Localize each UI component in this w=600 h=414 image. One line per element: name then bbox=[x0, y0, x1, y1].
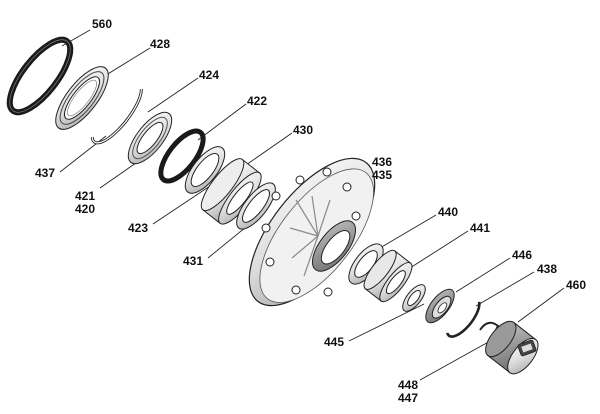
washer-445 bbox=[402, 284, 426, 312]
snap-ring-438 bbox=[446, 301, 481, 338]
callout-421: 421 bbox=[75, 189, 96, 203]
callout-448: 448 bbox=[398, 378, 419, 392]
callout-431: 431 bbox=[183, 254, 204, 268]
callout-445: 445 bbox=[324, 335, 345, 349]
seal-428 bbox=[55, 66, 109, 130]
snap-ring-560 bbox=[6, 36, 74, 116]
retaining-ring-437 bbox=[90, 89, 143, 145]
callout-446: 446 bbox=[512, 248, 533, 262]
oring-422 bbox=[158, 128, 206, 184]
callout-428: 428 bbox=[150, 37, 171, 51]
seal-440 bbox=[348, 243, 384, 285]
bearing-441 bbox=[363, 249, 413, 303]
callout-440: 440 bbox=[438, 205, 459, 219]
bearing-430 bbox=[200, 158, 262, 225]
callout-pair-436-435: 436 435 bbox=[372, 156, 392, 182]
callout-441: 441 bbox=[470, 221, 491, 235]
callout-437: 437 bbox=[35, 166, 56, 180]
callout-422: 422 bbox=[247, 94, 268, 108]
callout-447: 447 bbox=[398, 391, 419, 405]
hub-435 bbox=[248, 157, 376, 307]
ring-423 bbox=[184, 146, 226, 194]
callout-pair-448-447: 448 447 bbox=[398, 379, 418, 405]
callout-436: 436 bbox=[372, 155, 393, 169]
callout-423: 423 bbox=[128, 221, 149, 235]
callout-420: 420 bbox=[75, 202, 96, 216]
washer-421 bbox=[127, 111, 173, 165]
hub-cap-460 bbox=[485, 320, 539, 375]
race-431 bbox=[236, 182, 276, 230]
locknut-446 bbox=[425, 288, 455, 324]
callout-435: 435 bbox=[372, 168, 393, 182]
callout-460: 460 bbox=[566, 278, 587, 292]
callout-424: 424 bbox=[199, 68, 220, 82]
callout-438: 438 bbox=[537, 262, 558, 276]
callout-560: 560 bbox=[92, 17, 113, 31]
clip-448 bbox=[479, 321, 500, 339]
callout-430: 430 bbox=[293, 123, 314, 137]
callout-pair-421-420: 421 420 bbox=[75, 190, 95, 216]
